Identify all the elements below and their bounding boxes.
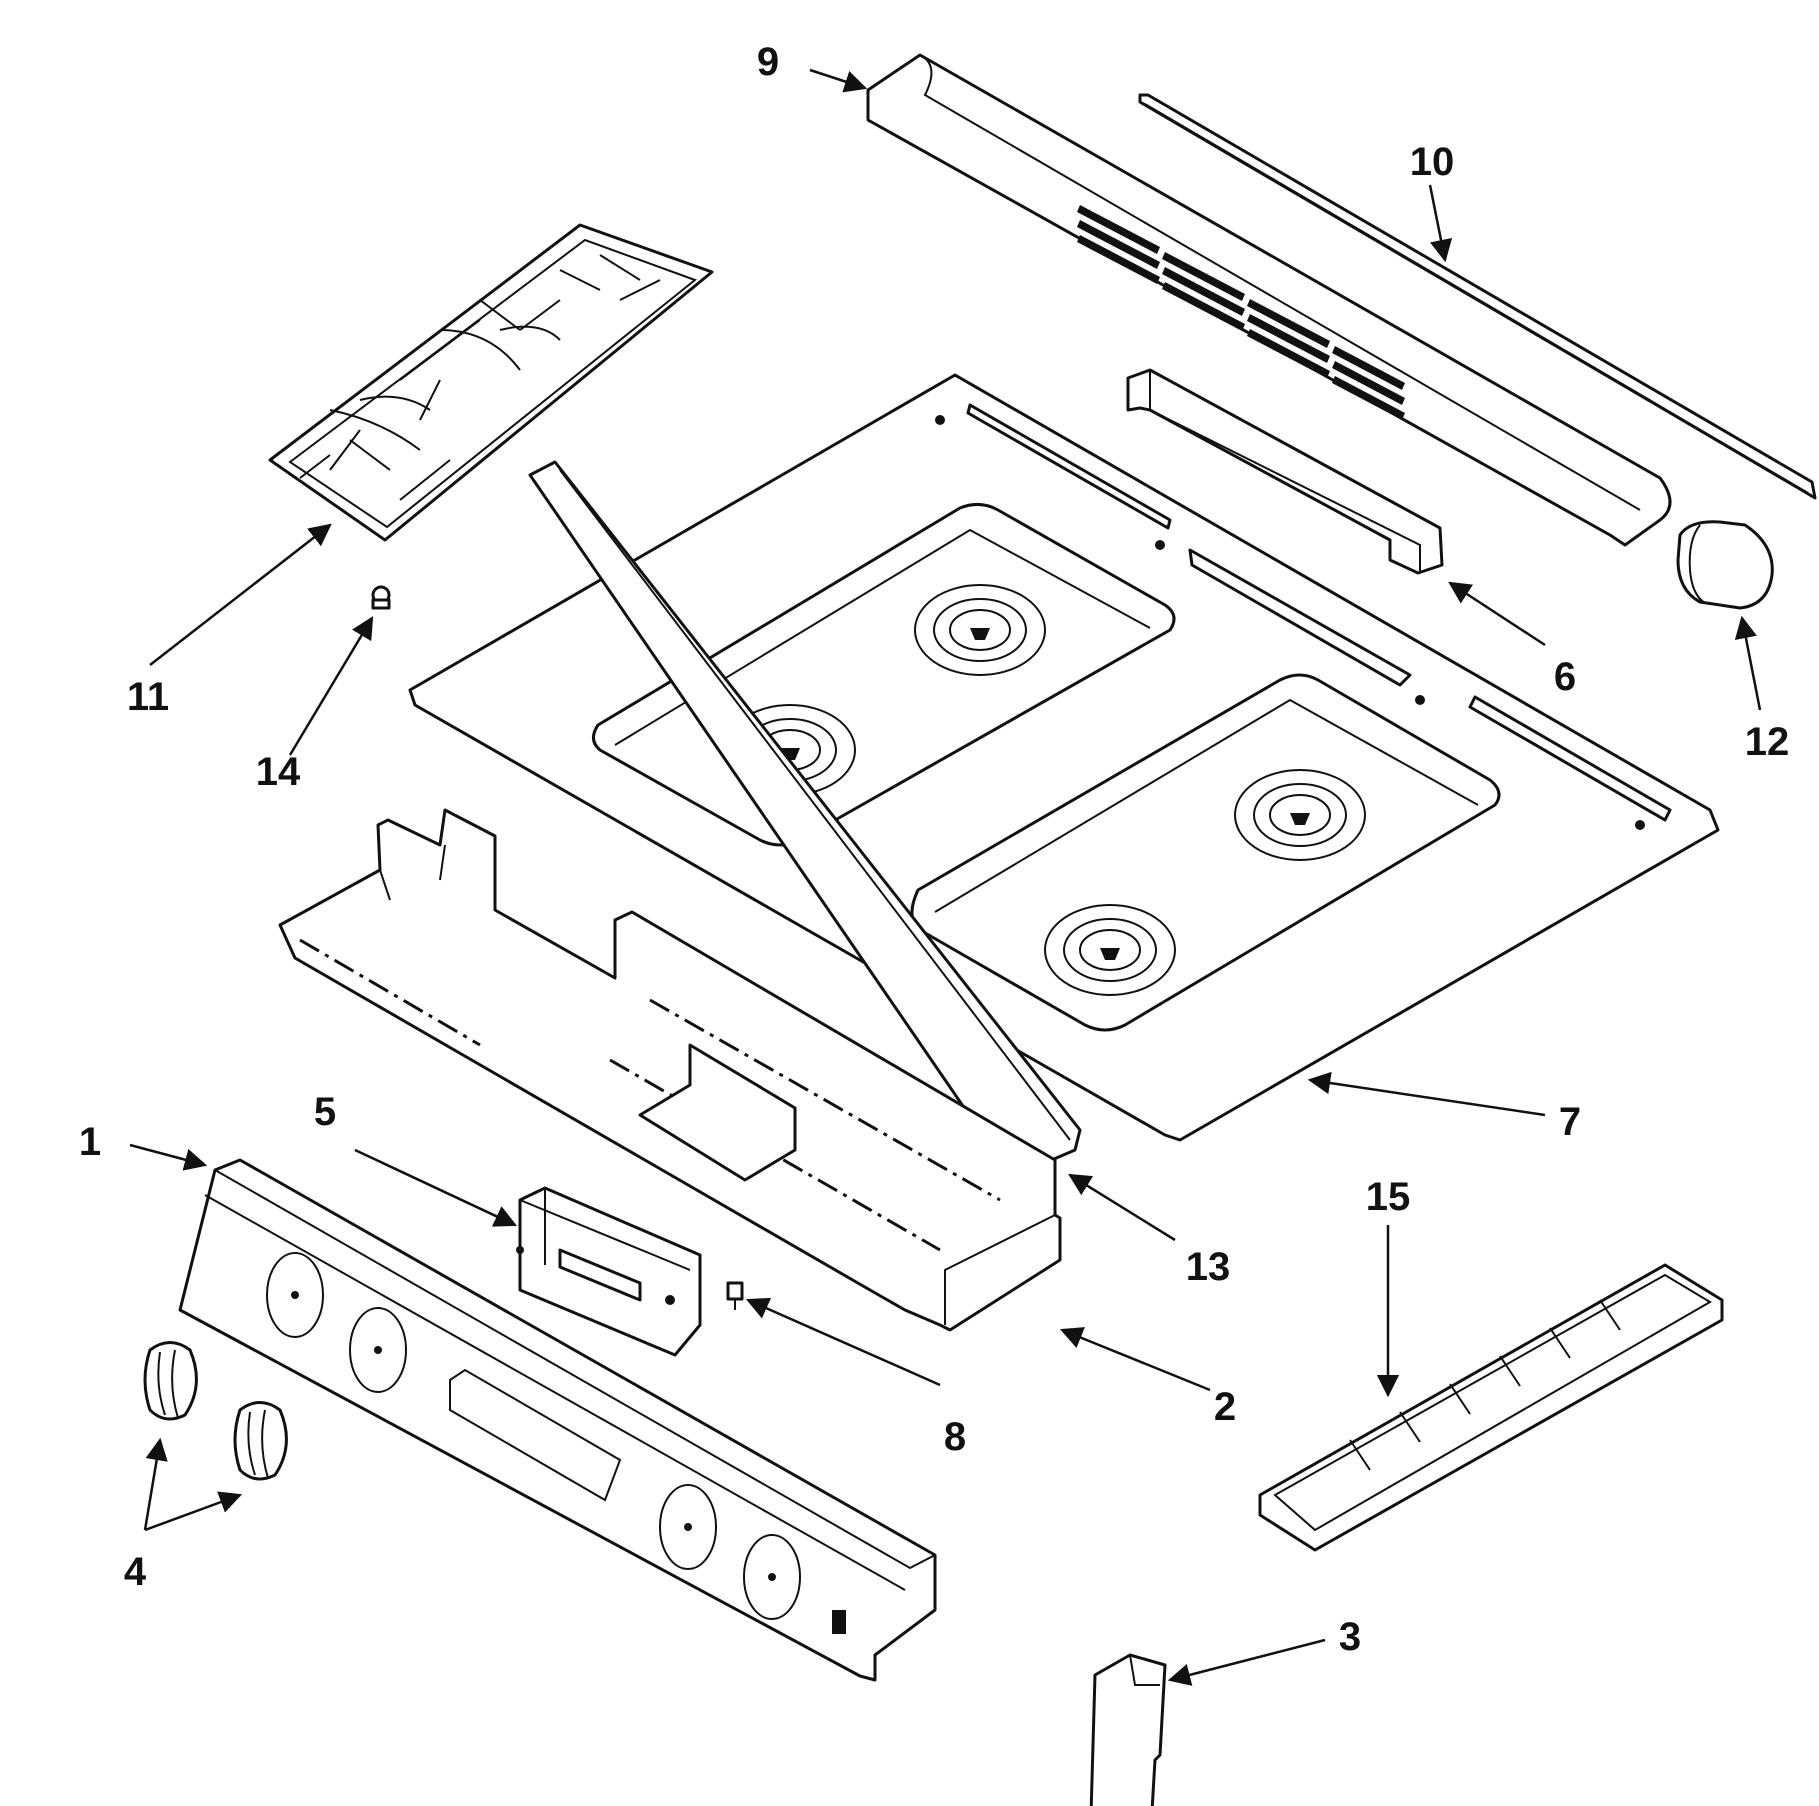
- trim-strip-part: [1138, 93, 1817, 500]
- manifold-bracket-part: [278, 808, 1062, 1332]
- screw-part: [726, 1281, 744, 1310]
- knob-1: [143, 1341, 198, 1421]
- callout-12: 12: [1745, 720, 1790, 764]
- backguard-part: [866, 53, 1672, 547]
- burner-front-right: [1044, 904, 1176, 996]
- control-knobs-part: [143, 1341, 288, 1481]
- panel-knob-opening-3: [659, 1484, 717, 1570]
- leader-lines: [129, 68, 1762, 1686]
- callout-11: 11: [127, 675, 169, 719]
- callout-10: 10: [1410, 140, 1455, 184]
- callout-1: 1: [79, 1120, 101, 1164]
- panel-knob-opening-2: [349, 1307, 407, 1393]
- vent-deflector-part: [1126, 368, 1444, 575]
- callout-14: 14: [256, 750, 301, 794]
- callout-3: 3: [1339, 1615, 1361, 1659]
- backguard-end-cap-part: [1676, 520, 1774, 610]
- callout-4: 4: [124, 1550, 147, 1594]
- end-cap-part: [1089, 1653, 1167, 1806]
- knob-2: [233, 1401, 288, 1481]
- burner-rear-left: [914, 584, 1046, 676]
- callout-2: 2: [1214, 1385, 1236, 1429]
- panel-knob-opening-1: [266, 1252, 324, 1338]
- callout-labels: 9 10 11 14 6 12 7 13 1 5 8 2 15 3 4: [79, 40, 1789, 1659]
- callout-13: 13: [1186, 1245, 1231, 1289]
- burner-grate-part: [268, 223, 714, 542]
- callout-5: 5: [314, 1090, 336, 1134]
- callout-9: 9: [757, 40, 779, 84]
- burner-rear-right: [1234, 769, 1366, 861]
- control-panel-part: [178, 1158, 937, 1682]
- callout-15: 15: [1366, 1175, 1411, 1219]
- callout-7: 7: [1559, 1100, 1581, 1144]
- panel-switch: [832, 1610, 846, 1634]
- clock-timer-part: [516, 1186, 702, 1357]
- callout-6: 6: [1554, 655, 1576, 699]
- callout-8: 8: [944, 1415, 966, 1459]
- vent-grille-part: [1258, 1263, 1724, 1552]
- panel-knob-opening-4: [743, 1534, 801, 1620]
- panel-display-window: [449, 1368, 622, 1502]
- grate-bumper-part: [371, 585, 391, 610]
